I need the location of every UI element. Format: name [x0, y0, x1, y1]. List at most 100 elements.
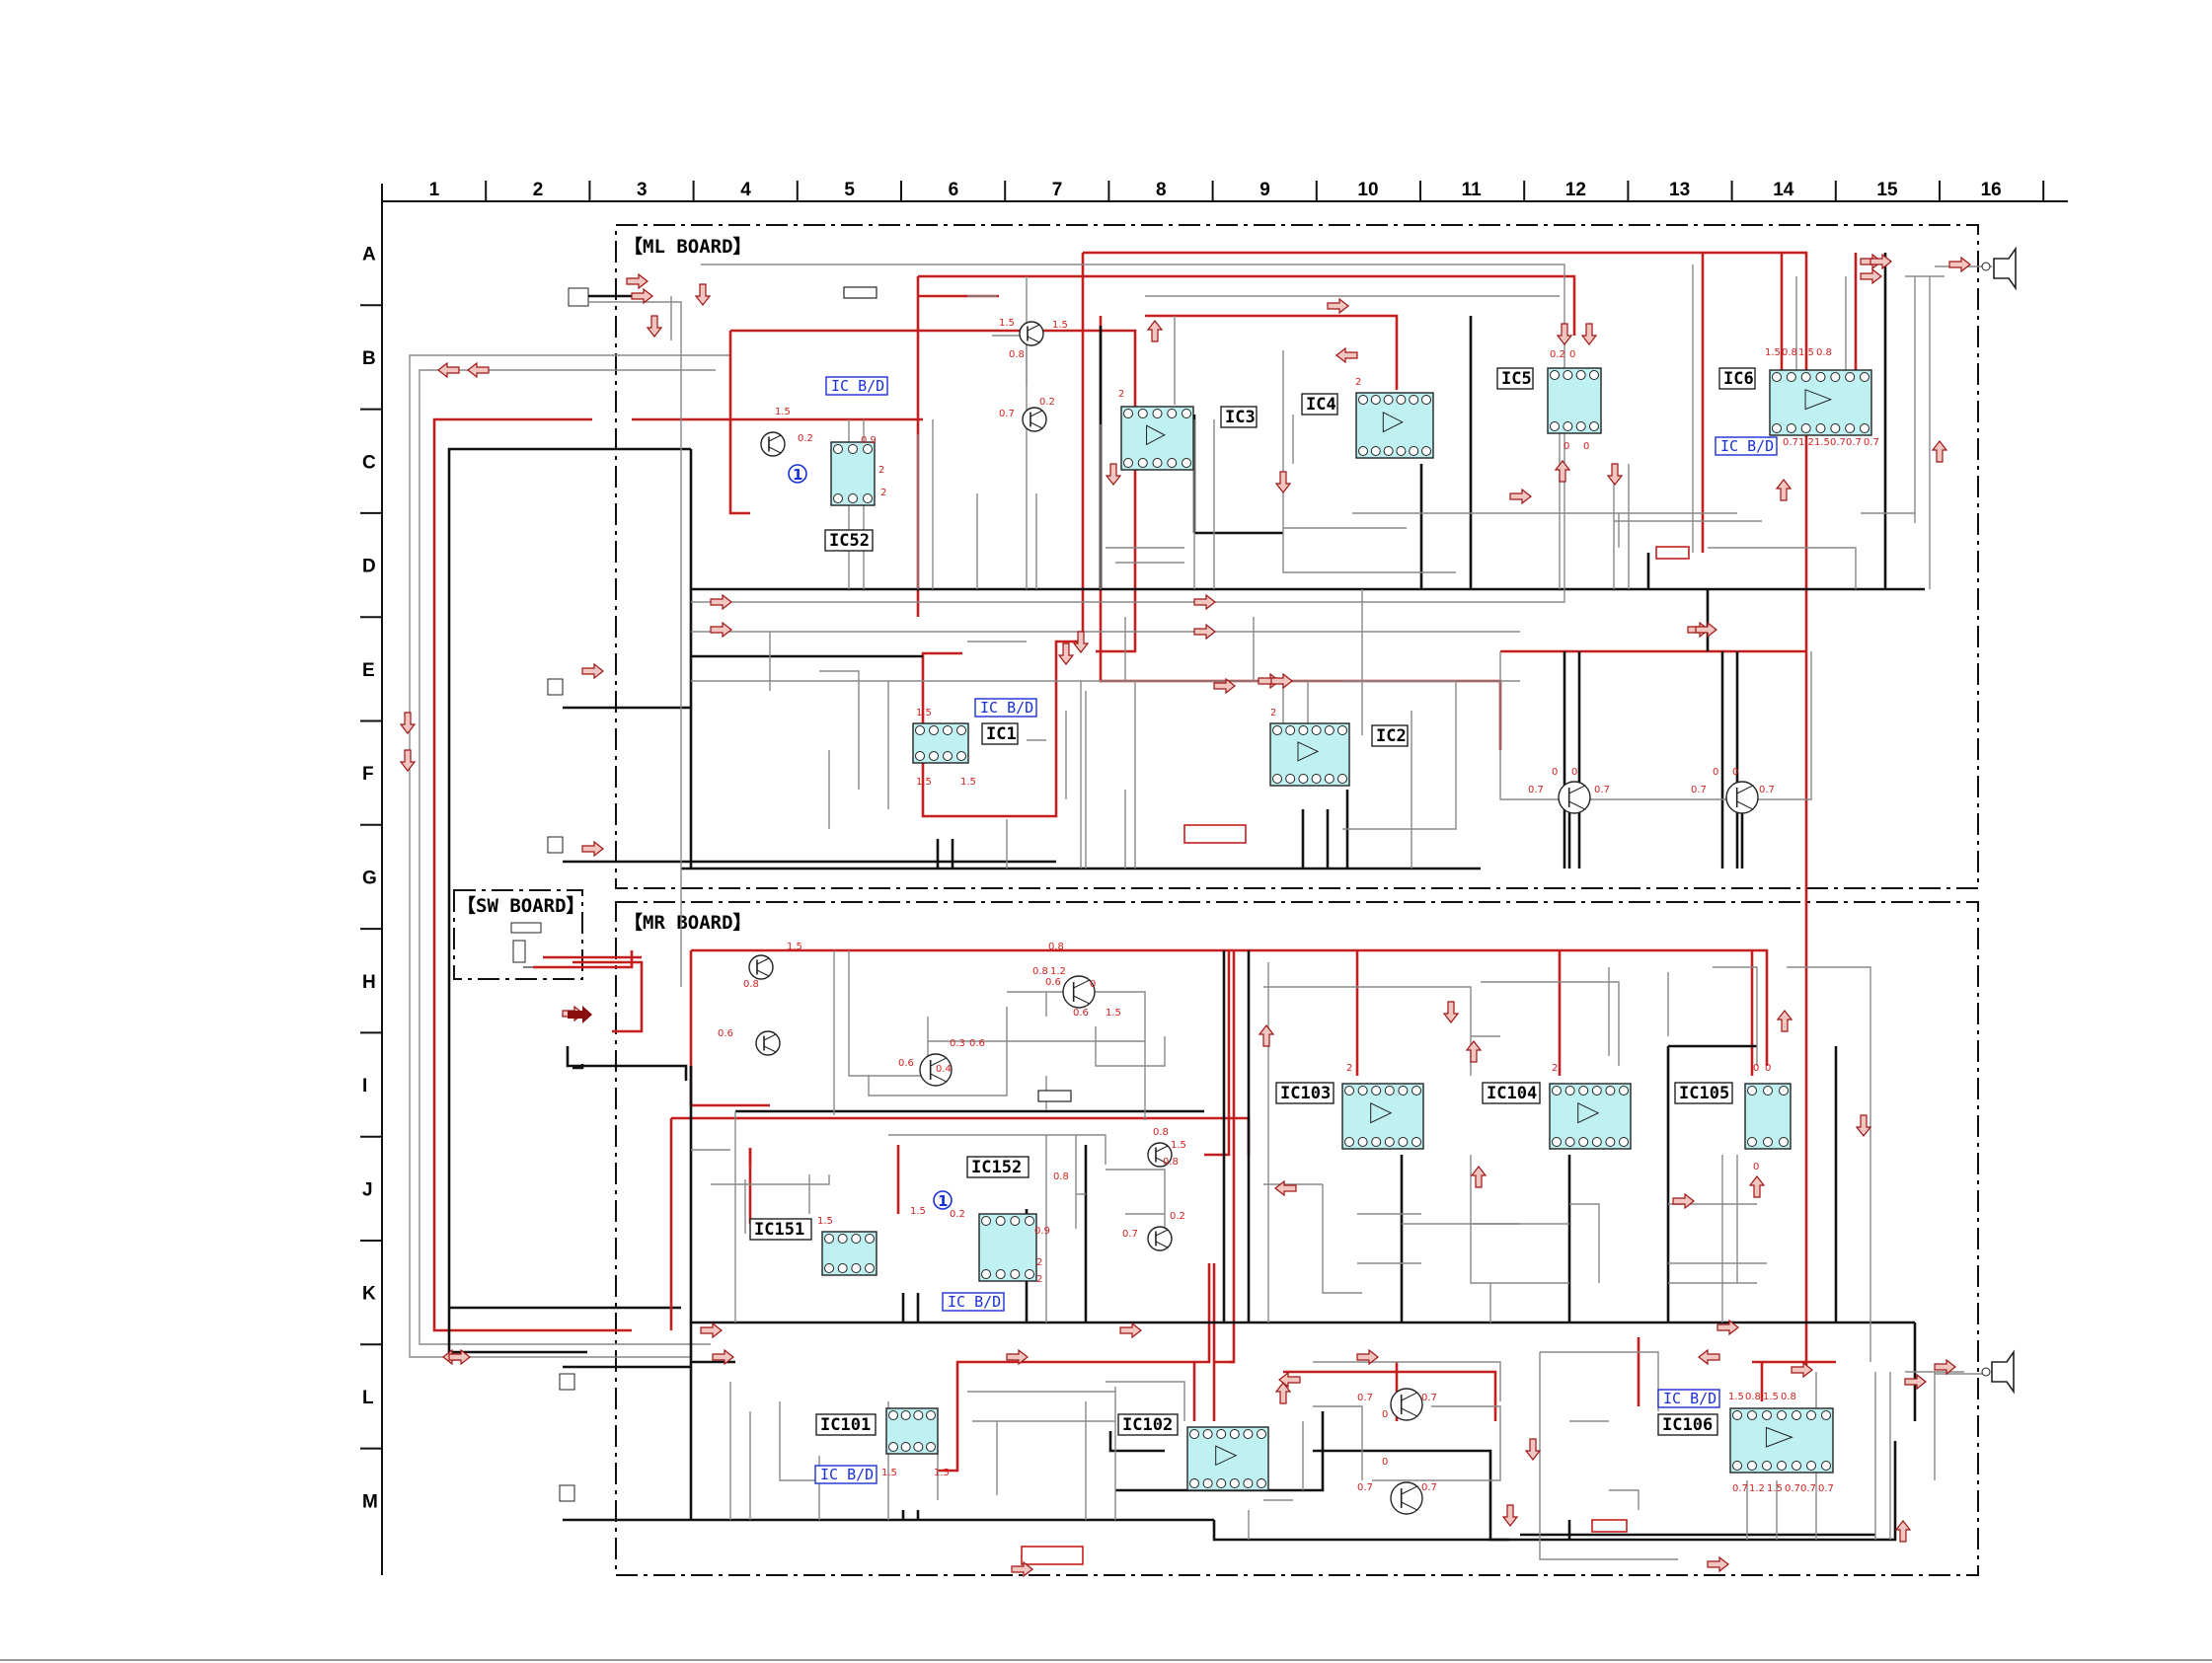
mr-board-outline	[615, 901, 1979, 1576]
ic-blocks	[821, 367, 1872, 1491]
voltage-label: 0	[1090, 979, 1096, 990]
voltage-label: 1.2	[1749, 1483, 1765, 1494]
row-letter: A	[362, 245, 376, 265]
power-arrow-icon	[568, 1006, 592, 1023]
voltage-label: 1.2	[1798, 437, 1814, 448]
voltage-label: 0	[1753, 1063, 1759, 1074]
signal-arrow-icon	[448, 1348, 471, 1366]
column-number: 8	[1156, 180, 1167, 200]
signal-arrow-icon	[1606, 463, 1624, 486]
voltage-label: 0.7	[1818, 1483, 1834, 1494]
ic104-label: IC104	[1487, 1084, 1537, 1103]
voltage-label: 0	[1765, 1063, 1771, 1074]
ml-board-outline	[615, 224, 1979, 889]
column-number: 2	[533, 180, 544, 200]
voltage-label: 0.7	[1783, 437, 1798, 448]
transistor-icon	[1390, 1481, 1423, 1515]
signal-arrow-icon	[1501, 1504, 1519, 1527]
signal-arrow-icon	[581, 840, 604, 858]
signal-arrow-icon	[581, 662, 604, 680]
voltage-label: 0.7	[1357, 1482, 1373, 1493]
transistor-icon	[1390, 1388, 1423, 1421]
signal-arrow-icon	[1695, 621, 1717, 639]
row-letter: K	[362, 1284, 376, 1305]
ic-chip-icon	[978, 1213, 1037, 1282]
signal-arrow-icon	[1193, 593, 1216, 611]
signal-arrow-icon	[1948, 256, 1971, 273]
transistor-icon	[1062, 975, 1096, 1009]
ic52-label: IC52	[829, 531, 870, 551]
voltage-label: 2	[878, 465, 884, 476]
voltage-label: 1.5	[910, 1206, 926, 1217]
voltage-label: 2	[1355, 377, 1361, 388]
transistor-icon	[1725, 781, 1759, 814]
ic-chip-icon	[1355, 392, 1434, 459]
ml-board-title: 【ML BOARD】	[624, 235, 752, 258]
voltage-label: 0.9	[1034, 1226, 1050, 1237]
signal-arrow-icon	[710, 593, 732, 611]
ic-chip-icon	[1186, 1426, 1269, 1491]
signal-arrow-icon	[1146, 320, 1164, 342]
voltage-label: 0	[1564, 441, 1569, 452]
voltage-label: 0.7	[1846, 437, 1862, 448]
signal-arrow-icon	[1258, 1024, 1275, 1047]
transistor-icon	[1558, 781, 1591, 814]
ic103-label: IC103	[1280, 1084, 1331, 1103]
voltage-label: 0.7	[1594, 785, 1610, 795]
voltage-label: 2	[1036, 1257, 1042, 1268]
ic2-label: IC2	[1376, 726, 1407, 746]
column-number: 9	[1259, 180, 1270, 200]
signal-arrow-icon	[1791, 1361, 1813, 1379]
ic-bd-label: IC B/D	[948, 1293, 1001, 1311]
voltage-label: 1.5	[1763, 1392, 1779, 1402]
signal-arrow-icon	[1556, 323, 1573, 345]
voltage-label: 1.5	[1106, 1008, 1121, 1019]
ic6-label: IC6	[1723, 369, 1754, 389]
ic105-label: IC105	[1679, 1084, 1729, 1103]
signal-arrow-icon	[646, 315, 663, 338]
column-number: 13	[1669, 180, 1690, 200]
signal-arrow-icon	[1698, 1348, 1720, 1366]
column-number: 12	[1565, 180, 1586, 200]
row-letter: E	[362, 660, 375, 681]
marker-1: 1	[793, 466, 802, 484]
signal-arrow-icon	[1716, 1319, 1739, 1336]
sw-board-switch	[510, 922, 688, 1081]
voltage-label: 0.6	[969, 1038, 985, 1049]
ic152-label: IC152	[971, 1158, 1022, 1177]
transistor-icon	[919, 1053, 953, 1087]
voltage-label: 0	[1382, 1457, 1388, 1468]
signal-arrow-icon	[694, 283, 712, 306]
voltage-label: 1.5	[916, 777, 932, 788]
signal-arrow-icon	[631, 287, 653, 305]
voltage-label: 0.6	[898, 1058, 914, 1069]
marker-1: 1	[938, 1192, 948, 1210]
ic5-label: IC5	[1501, 369, 1532, 389]
signal-arrow-icon	[1327, 297, 1349, 315]
row-letter: F	[362, 764, 374, 785]
signal-arrow-icon	[1274, 1179, 1297, 1197]
signal-arrow-icon	[1931, 440, 1948, 463]
signal-arrow-icon	[1193, 623, 1216, 641]
voltage-label: 0.2	[1170, 1211, 1185, 1222]
signal-arrow-icon	[1356, 1348, 1379, 1366]
voltage-label: 0.8	[1782, 347, 1797, 358]
voltage-label: 0.8	[1745, 1392, 1761, 1402]
signal-arrow-icon	[1894, 1520, 1912, 1543]
voltage-label: 0.7	[1785, 1483, 1800, 1494]
row-letter: L	[362, 1388, 374, 1408]
ic102-label: IC102	[1122, 1415, 1173, 1435]
signal-arrow-icon	[1775, 479, 1792, 501]
voltage-label: 0	[1552, 767, 1558, 778]
voltage-label: 0.7	[1864, 437, 1879, 448]
voltage-label: 0.8	[1032, 966, 1048, 977]
signal-arrow-icon	[1105, 463, 1122, 486]
voltage-label: 1.5	[934, 1468, 950, 1478]
voltage-label: 2	[1036, 1274, 1042, 1285]
voltage-label: 1.5	[1765, 347, 1781, 358]
row-letter: M	[362, 1491, 378, 1512]
voltage-label: 2	[880, 488, 886, 498]
